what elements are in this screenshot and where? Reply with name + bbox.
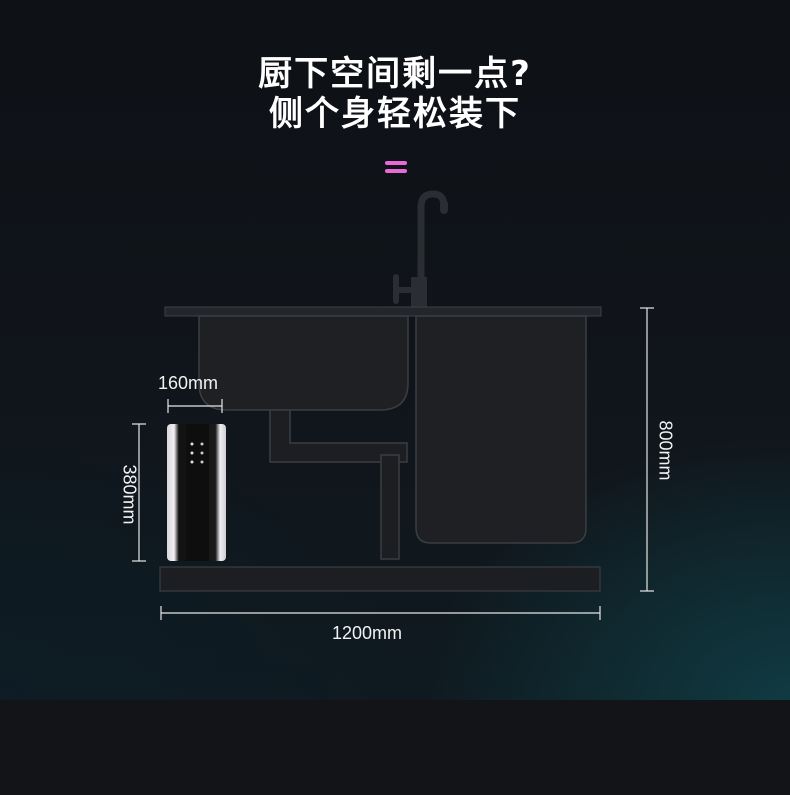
headline-line-1: 厨下空间剩一点?	[258, 54, 532, 94]
cabinet-height-label: 800mm	[655, 420, 676, 481]
device-width-label: 160mm	[158, 373, 219, 393]
cabinet-diagram	[132, 190, 654, 620]
divider-mark	[385, 161, 407, 175]
countertop	[164, 306, 602, 317]
faucet-icon	[393, 190, 448, 309]
sink-icon	[198, 315, 409, 411]
headline-line-2: 侧个身轻松装下	[269, 94, 521, 134]
footer-band	[0, 700, 790, 795]
cabinet-base	[159, 566, 601, 592]
water-purifier-icon	[167, 424, 226, 561]
device-height-label: 380mm	[119, 464, 140, 525]
cabinet-width-label: 1200mm	[332, 623, 403, 643]
